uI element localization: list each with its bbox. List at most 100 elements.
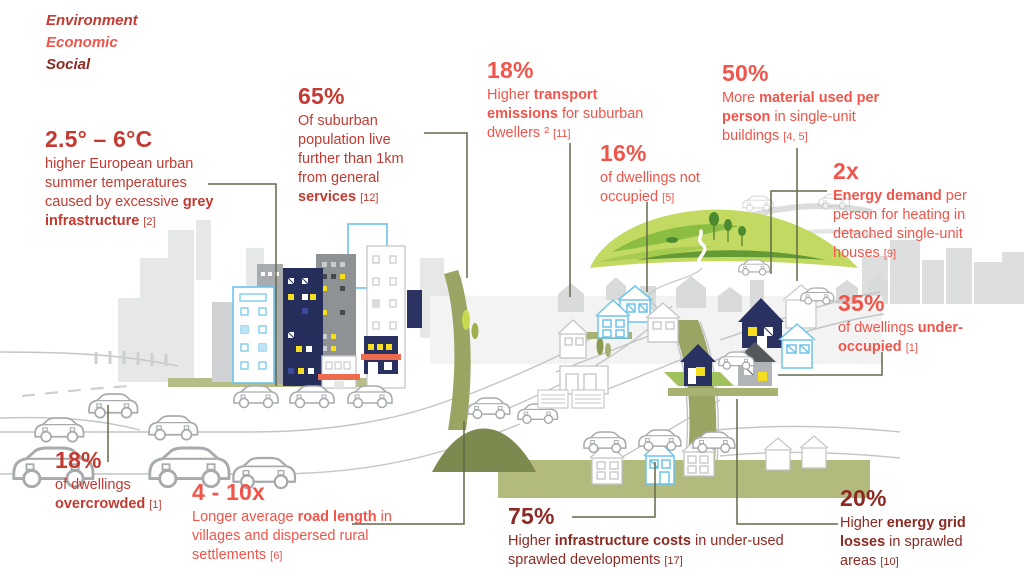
- hatched-blocks: [537, 389, 605, 409]
- legend-economic: Economic: [46, 34, 118, 51]
- navy-detached-house: [680, 344, 716, 386]
- body-text: Longer average: [192, 509, 298, 525]
- callout-energy-demand: 2x Energy demand per person for heating …: [833, 158, 989, 264]
- shop-with-awning: [318, 355, 360, 389]
- stat-value: 65%: [298, 83, 345, 109]
- connector-services: [424, 132, 468, 278]
- callout-overcrowded: 18% of dwellings overcrowded [1]: [55, 447, 165, 515]
- stat-value: 2x: [833, 158, 859, 184]
- connector-grid-losses: [736, 399, 838, 525]
- blue-outline-house: [643, 439, 675, 485]
- stat-value: 18%: [487, 57, 534, 83]
- stat-description: Longer average road length in villages a…: [192, 508, 397, 566]
- body-bold: infrastructure costs: [554, 533, 691, 549]
- body-bold: Energy demand: [833, 188, 942, 204]
- reference-label: [6]: [270, 550, 283, 562]
- body-text: Higher: [840, 515, 887, 531]
- callout-distance-to-services: 65% Of suburban population live further …: [298, 83, 422, 208]
- body-text: in villages and dispersed rural settleme…: [192, 509, 392, 563]
- callout-infrastructure-costs: 75% Higher infrastructure costs in under…: [508, 503, 808, 571]
- garage-building: [559, 365, 609, 395]
- body-text: Higher: [487, 87, 534, 103]
- blue-outline-house: [595, 298, 631, 339]
- stat-value: 20%: [840, 485, 887, 511]
- body-bold: overcrowded: [55, 496, 146, 512]
- reference-label: [10]: [880, 556, 899, 568]
- stat-description: Higher infrastructure costs in under-use…: [508, 532, 808, 571]
- stat-value: 2.5° – 6°C: [45, 126, 153, 152]
- stat-description: Higher transport emissions for suburban …: [487, 86, 655, 144]
- reference-label: [17]: [664, 555, 683, 567]
- navy-shop-with-awning: [361, 336, 401, 374]
- blue-outline-white-tower: [232, 286, 275, 384]
- callout-road-length: 4 - 10x Longer average road length in vi…: [192, 479, 397, 566]
- body-text: Higher: [508, 533, 555, 549]
- body-text: of dwellings: [55, 477, 131, 493]
- stat-description: of dwellings not occupied [5]: [600, 169, 724, 208]
- reference-label: [1]: [149, 499, 162, 511]
- callout-dwellings-not-occupied: 16% of dwellings not occupied [5]: [600, 140, 724, 208]
- callout-material-use: 50% More material used per person in sin…: [722, 60, 894, 147]
- reference-label: [9]: [883, 248, 897, 260]
- background-house-silhouettes: [558, 274, 888, 312]
- blue-outline-house: [778, 322, 816, 369]
- reference-label: [11]: [553, 128, 571, 140]
- reference-label: [5]: [662, 192, 675, 204]
- white-outline-house: [645, 302, 681, 343]
- body-bold: material used per person: [722, 90, 880, 125]
- body-text: in under-used sprawled developments: [508, 533, 784, 568]
- connector-urban-heat: [208, 183, 277, 386]
- stat-description: Higher energy grid losses in sprawled ar…: [840, 514, 980, 572]
- reference-label: [12]: [360, 192, 379, 204]
- body-text: Of suburban population live further than…: [298, 113, 404, 186]
- callout-urban-heat: 2.5° – 6°C higher European urban summer …: [45, 126, 223, 232]
- navy-detached-house: [738, 298, 784, 348]
- callout-under-occupied: 35% of dwellings under-occupied [1]: [838, 290, 986, 358]
- body-bold: under-occupied: [838, 320, 963, 355]
- green-hill: [590, 209, 858, 268]
- stat-value: 4 - 10x: [192, 479, 266, 505]
- road-markings: [21, 351, 168, 398]
- body-bold: grey infrastructure: [45, 194, 214, 229]
- body-text: for suburban dwellers ²: [487, 106, 644, 141]
- connector-infrastructure: [572, 462, 656, 518]
- body-text: in sprawled areas: [840, 534, 963, 569]
- legend-social: Social: [46, 56, 91, 73]
- callout-grid-losses: 20% Higher energy grid losses in sprawle…: [840, 485, 980, 572]
- connector-road-length: [352, 421, 465, 525]
- stat-description: of dwellings overcrowded [1]: [55, 476, 165, 515]
- body-bold: energy grid losses: [840, 515, 966, 550]
- body-text: of dwellings not occupied: [600, 170, 700, 205]
- stat-description: More material used per person in single-…: [722, 89, 894, 147]
- stat-value: 35%: [838, 290, 885, 316]
- stat-description: of dwellings under-occupied [1]: [838, 319, 986, 358]
- stat-value: 16%: [600, 140, 647, 166]
- body-text: of dwellings: [838, 320, 918, 336]
- legend-environment: Environment: [46, 12, 138, 29]
- suburban-houses: [537, 284, 829, 485]
- body-text: per person for heating in detached singl…: [833, 188, 967, 261]
- street-trees: [462, 310, 611, 357]
- connector-energy-demand: [770, 190, 827, 274]
- body-bold: road length: [297, 509, 377, 525]
- reference-label: [1]: [905, 342, 918, 354]
- winding-hill-road: [697, 228, 707, 268]
- reference-label: [4, 5]: [783, 131, 808, 143]
- stat-description: higher European urban summer temperature…: [45, 155, 223, 232]
- category-legend: Environment Economic Social: [46, 10, 138, 76]
- body-bold: services: [298, 189, 357, 205]
- white-outline-house: [589, 441, 625, 485]
- connector-under-occupied: [778, 352, 883, 376]
- stat-value: 50%: [722, 60, 769, 86]
- navy-tower: [283, 268, 323, 386]
- connector-lines: [107, 132, 883, 525]
- body-bold: transport emissions: [487, 87, 598, 122]
- stat-description: Of suburban population live further than…: [298, 112, 422, 208]
- body-text: in single-unit buildings: [722, 109, 856, 144]
- white-outline-house: [557, 319, 589, 359]
- body-text: More: [722, 90, 760, 106]
- city-cars: [233, 385, 559, 425]
- stat-value: 75%: [508, 503, 555, 529]
- body-text: higher European urban summer temperature…: [45, 156, 194, 210]
